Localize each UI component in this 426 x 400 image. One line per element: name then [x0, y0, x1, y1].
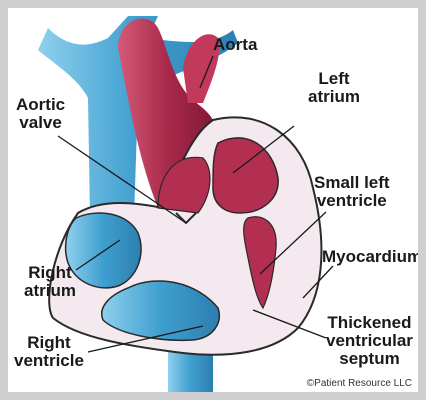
- label-myocardium-line1: Myocardium: [322, 248, 418, 266]
- right-atrium-chamber: [66, 213, 141, 288]
- label-septum-line2: ventricular: [326, 332, 413, 350]
- label-small-left-ventricle: Small left ventricle: [314, 174, 390, 210]
- label-right-ventricle-line1: Right: [14, 334, 84, 352]
- label-left-atrium-line2: atrium: [308, 88, 360, 106]
- label-right-ventricle: Right ventricle: [14, 334, 84, 370]
- label-aortic-valve-line2: valve: [16, 114, 65, 132]
- diagram-panel: Aorta Left atrium Aortic valve Small lef…: [8, 8, 418, 392]
- label-myocardium: Myocardium: [322, 248, 418, 266]
- label-left-atrium: Left atrium: [308, 70, 360, 106]
- copyright-text: ©Patient Resource LLC: [307, 378, 412, 389]
- label-right-atrium-line1: Right: [24, 264, 76, 282]
- label-aortic-valve: Aortic valve: [16, 96, 65, 132]
- label-right-ventricle-line2: ventricle: [14, 352, 84, 370]
- label-aortic-valve-line1: Aortic: [16, 96, 65, 114]
- label-septum-line1: Thickened: [326, 314, 413, 332]
- label-aorta: Aorta: [213, 36, 257, 54]
- label-right-atrium-line2: atrium: [24, 282, 76, 300]
- label-small-left-ventricle-line1: Small left: [314, 174, 390, 192]
- label-small-left-ventricle-line2: ventricle: [314, 192, 390, 210]
- label-aorta-line1: Aorta: [213, 36, 257, 54]
- label-left-atrium-line1: Left: [308, 70, 360, 88]
- label-septum-line3: septum: [326, 350, 413, 368]
- label-thickened-ventricular-septum: Thickened ventricular septum: [326, 314, 413, 368]
- label-right-atrium: Right atrium: [24, 264, 76, 300]
